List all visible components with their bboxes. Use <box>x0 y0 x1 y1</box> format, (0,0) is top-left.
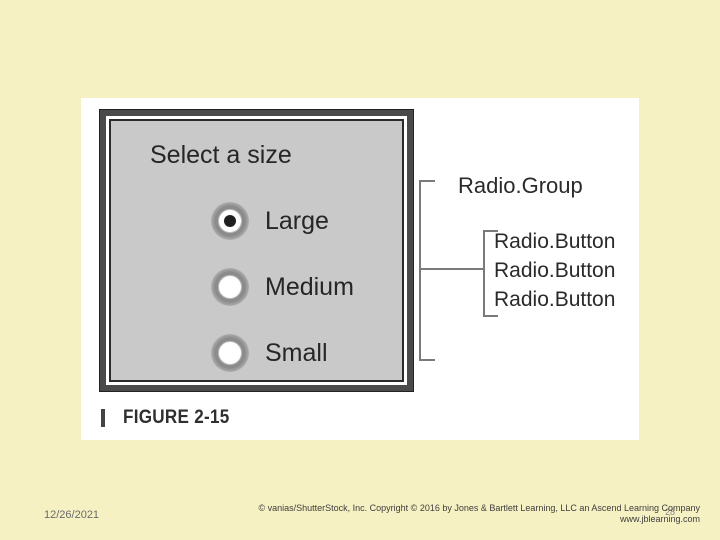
device-bezel: Select a size Large Medium <box>106 116 407 385</box>
radio-button-bracket <box>420 230 498 317</box>
radio-button-icon[interactable] <box>211 202 249 240</box>
radio-button-label: Radio.Button <box>494 288 616 311</box>
radio-unselected-dot <box>218 275 242 299</box>
device-frame: Select a size Large Medium <box>99 109 414 392</box>
slide-date: 12/26/2021 <box>44 509 100 521</box>
figure-caption: FIGURE 2-15 <box>123 407 230 428</box>
radio-button-label: Radio.Button <box>494 230 616 253</box>
copyright-notice: © vanias/ShutterStock, Inc. Copyright © … <box>258 503 700 525</box>
radio-selected-dot <box>218 209 242 233</box>
radio-option-medium[interactable]: Medium <box>211 267 354 307</box>
radio-unselected-dot <box>218 341 242 365</box>
device-screen: Select a size Large Medium <box>109 119 404 382</box>
radio-label-small: Small <box>265 338 328 367</box>
caption-marker <box>101 409 105 427</box>
annotation-brackets <box>419 180 498 361</box>
copyright-line: © vanias/ShutterStock, Inc. Copyright © … <box>258 503 700 513</box>
radio-option-large[interactable]: Large <box>211 201 329 241</box>
radio-button-icon[interactable] <box>211 334 249 372</box>
radio-label-large: Large <box>265 206 329 235</box>
radio-group-label: Radio.Group <box>458 173 583 198</box>
radio-group-prompt: Select a size <box>150 141 292 169</box>
publisher-url: www.jblearning.com <box>619 514 700 524</box>
radio-group-bracket <box>419 180 435 361</box>
slide-number: 28 <box>665 507 676 517</box>
radio-button-icon[interactable] <box>211 268 249 306</box>
figure-card: Select a size Large Medium <box>81 98 639 440</box>
radio-button-label: Radio.Button <box>494 259 616 282</box>
radio-label-medium: Medium <box>265 272 354 301</box>
radio-option-small[interactable]: Small <box>211 333 328 373</box>
